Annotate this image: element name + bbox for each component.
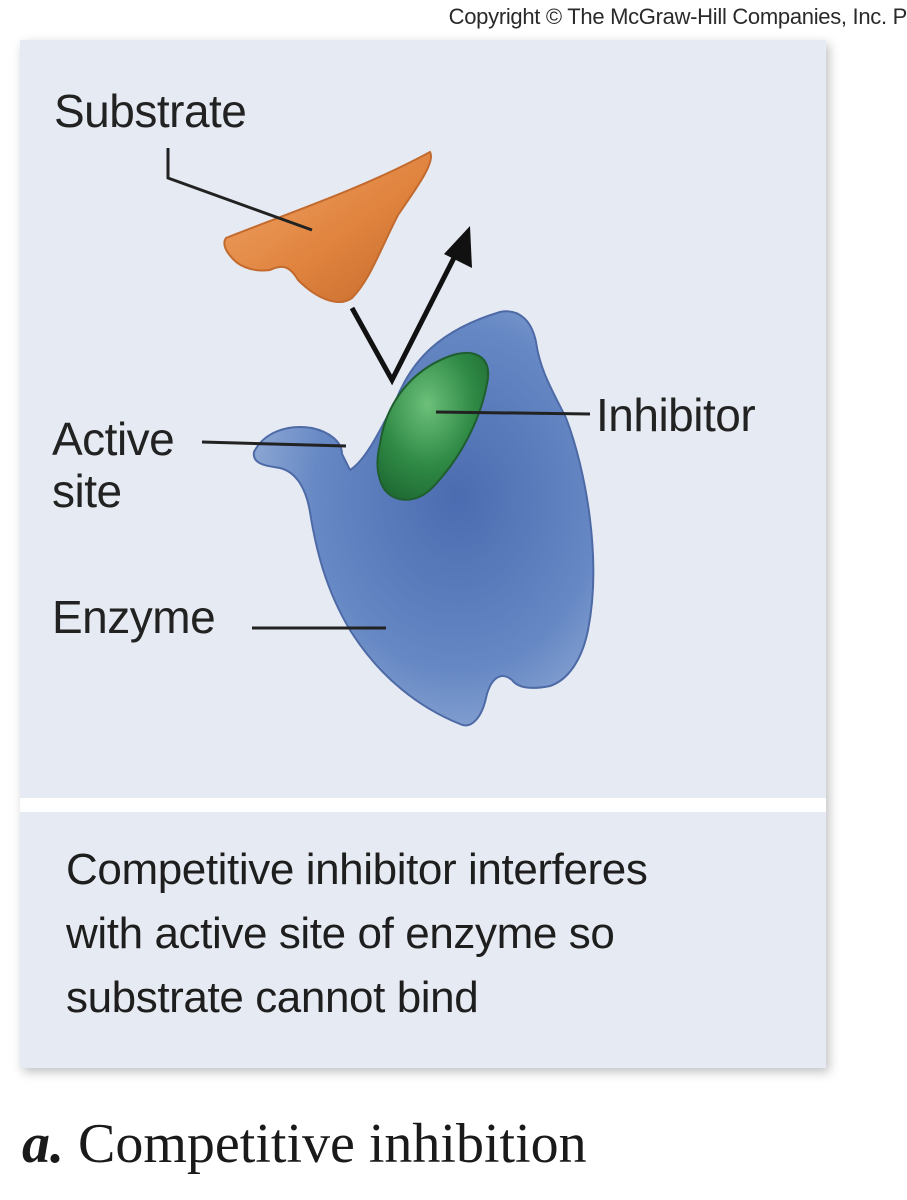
rejection-arrow <box>349 244 463 386</box>
arrowhead-icon <box>444 226 472 268</box>
figure-title: Competitive inhibition <box>78 1113 587 1175</box>
substrate-leader-line <box>166 148 313 232</box>
caption-line2: with active site of enzyme so <box>66 909 615 958</box>
enzyme-label: Enzyme <box>52 591 216 643</box>
active-site-label-line1: Active <box>52 413 175 465</box>
figure-label: a.Competitive inhibition <box>22 1112 587 1176</box>
figure-letter: a. <box>22 1113 64 1175</box>
active-site-leader-line <box>201 440 347 448</box>
diagram-panel: Substrate Active site Enzyme Inhibitor C… <box>20 40 826 1068</box>
panel-divider <box>20 798 826 812</box>
competitive-inhibition-illustration <box>166 148 595 727</box>
substrate-label: Substrate <box>54 85 247 137</box>
inhibitor-leader-line <box>435 410 591 416</box>
enzyme-shape <box>252 310 595 727</box>
diagram-caption: Competitive inhibitor interferes with ac… <box>66 838 806 1030</box>
caption-line3: substrate cannot bind <box>66 973 479 1022</box>
active-site-label-line2: site <box>52 464 122 517</box>
copyright-notice: Copyright © The McGraw-Hill Companies, I… <box>448 4 907 29</box>
caption-line1: Competitive inhibitor interferes <box>66 845 648 894</box>
substrate-shape <box>223 150 433 303</box>
active-site-label: Active site <box>52 413 175 517</box>
inhibitor-label: Inhibitor <box>596 389 756 441</box>
inhibitor-shape <box>376 352 490 501</box>
